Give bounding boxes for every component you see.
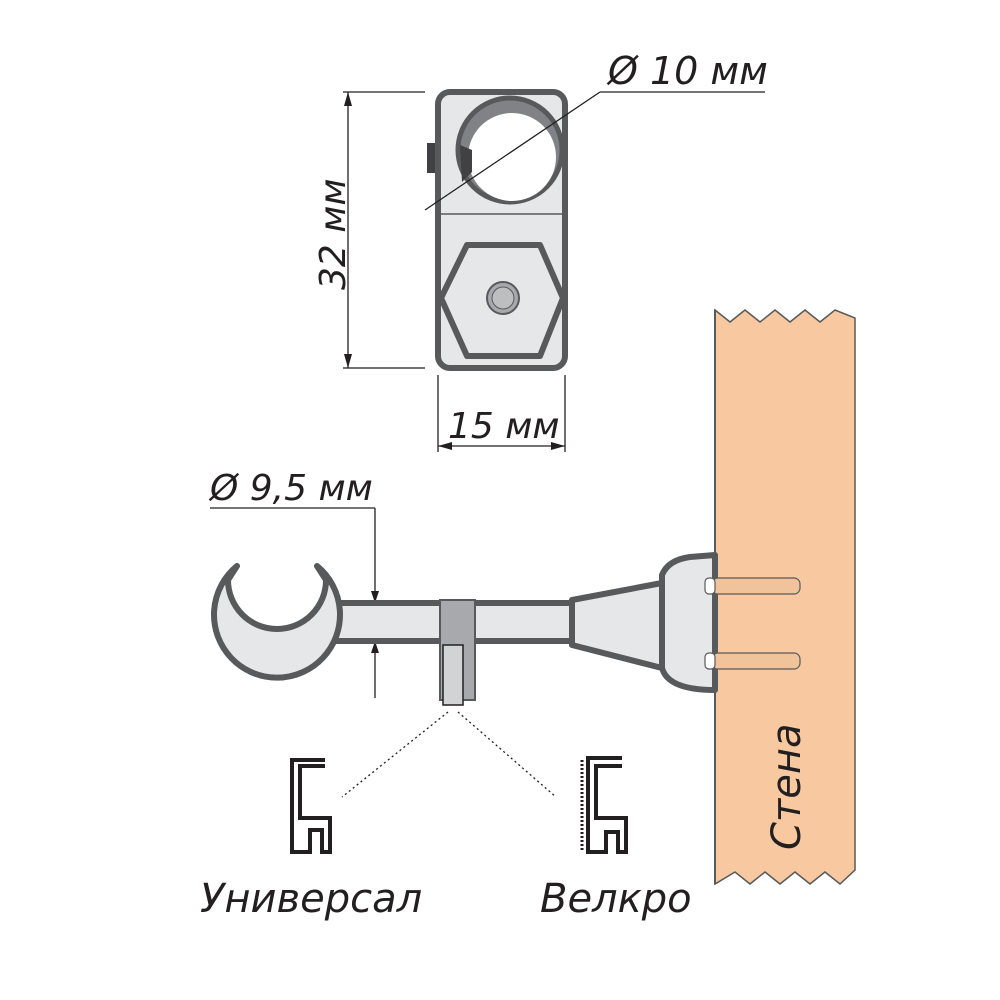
screw-head-bottom [704,652,716,670]
arrow-to-universal [341,711,449,798]
arrow-to-velcro [457,711,557,798]
wall-anchors [704,577,801,670]
wall [714,308,856,886]
universal-profile-icon [290,758,332,854]
bracket-wall-base [659,552,718,693]
rod-diameter-label: Ø 9,5 мм [208,468,373,509]
rod-clip-hanger [442,644,464,706]
profile-arrows [341,711,557,798]
inner-diameter-leader [424,91,601,211]
wall-label: Стена [764,723,810,850]
clip-screw-inner [491,286,515,310]
anchor-bottom [711,652,801,670]
inner-diameter-label: Ø 10 мм [606,49,768,93]
clip-ring-hole [468,113,556,201]
clip-top-view [427,89,568,371]
anchor-top [711,577,801,595]
width-arrowheads [438,442,565,450]
velcro-profile-label: Велкро [540,876,692,922]
universal-profile-label: Универсал [200,876,422,922]
velcro-profile-icon [586,756,628,854]
bracket-side-view [211,552,718,706]
bracket-hook [211,563,343,681]
clip-ring-catch [460,145,472,182]
dimension-lines [210,91,765,698]
bracket-cone [569,580,665,671]
height-dimension-label: 32 мм [313,178,354,290]
screw-head-top [704,577,716,595]
width-dimension-label: 15 мм [448,406,560,447]
